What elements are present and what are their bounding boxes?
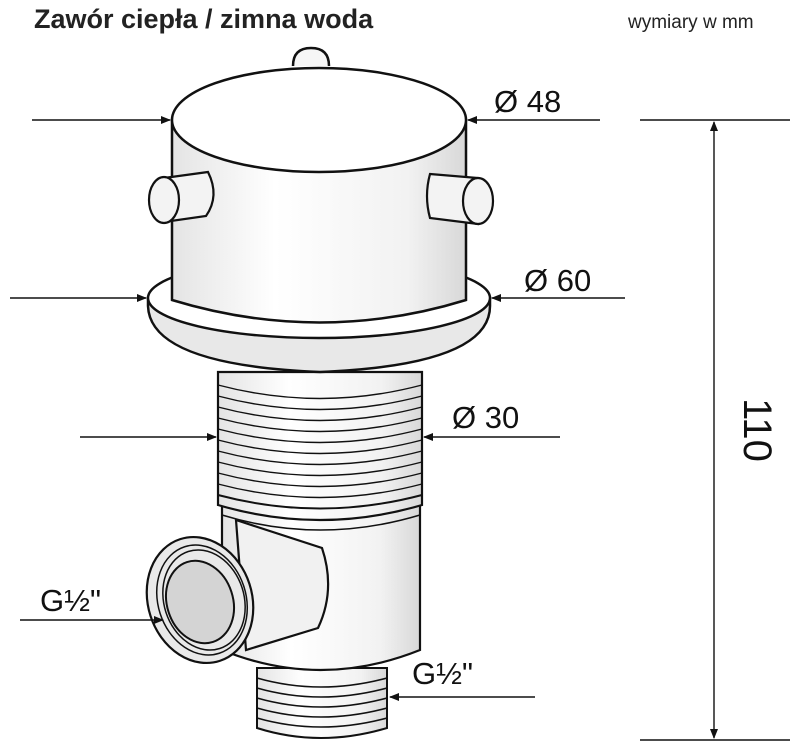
dim-label-thread-diameter: Ø 30 [452, 400, 519, 435]
cap-pin-left [147, 170, 215, 225]
dim-label-cap-diameter: Ø 48 [494, 84, 561, 119]
drawing-title: Zawór ciepła / zimna woda [34, 4, 374, 34]
cap-pin-right [425, 172, 495, 226]
side-outlet [145, 518, 330, 665]
units-note: wymiary w mm [628, 12, 754, 33]
dimension-lines [10, 116, 790, 741]
bottom-outlet-nipple [256, 667, 388, 739]
dim-label-total-height: 110 [735, 398, 779, 462]
dim-label-bottom-outlet-thread: G½" [412, 656, 473, 691]
threaded-section [216, 370, 424, 522]
dim-label-flange-diameter: Ø 60 [524, 263, 591, 298]
dim-label-side-outlet-thread: G½" [40, 583, 101, 618]
top-cap [170, 46, 468, 324]
